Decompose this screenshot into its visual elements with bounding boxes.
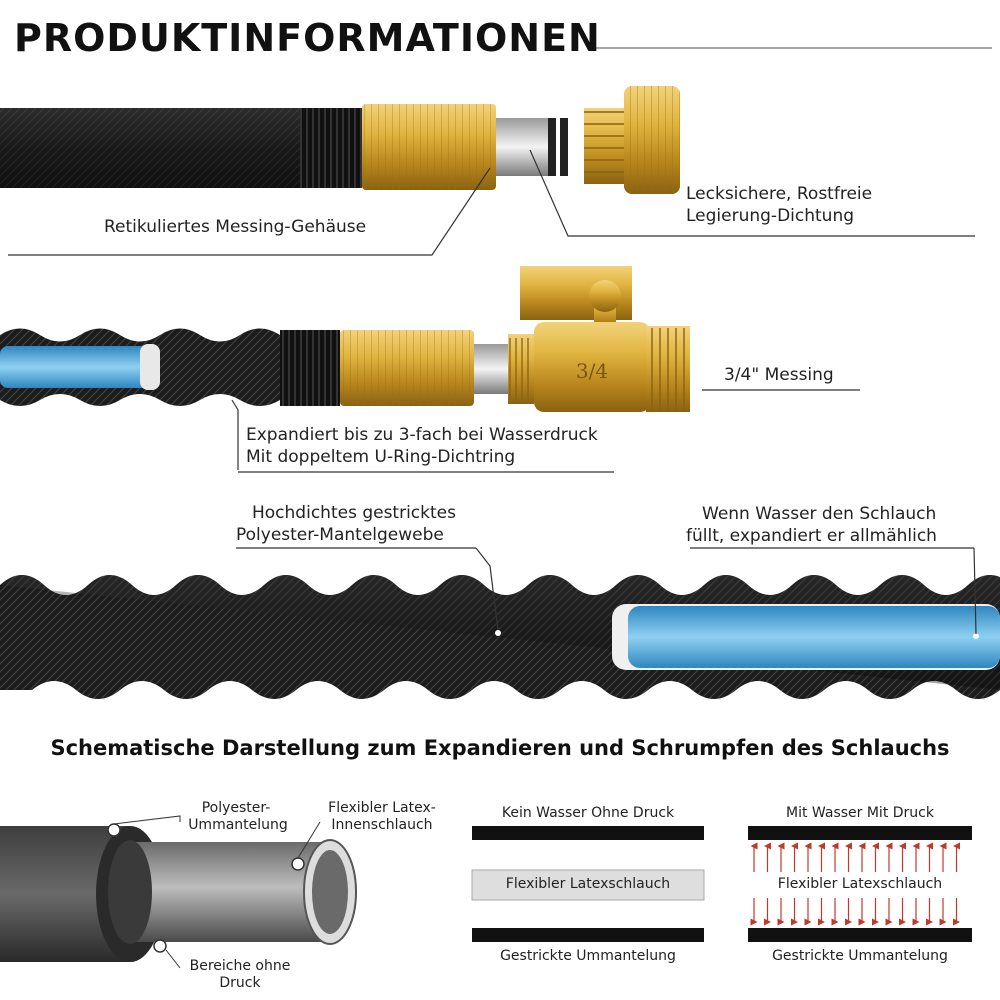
valve-mark: 3/4 [576, 359, 608, 383]
panel-left-bottom: Gestrickte Ummantelung [500, 948, 676, 964]
label-latex-2: Innenschlauch [331, 817, 433, 833]
label-water-1: Wenn Wasser den Schlauch [702, 504, 937, 524]
label-fabric-1: Hochdichtes gestricktes [252, 503, 456, 523]
label-seal-2: Legierung-Dichtung [686, 206, 855, 226]
panel-with-pressure [748, 826, 972, 942]
hose-connector-2: 3/4 [0, 266, 690, 412]
label-expand-1: Expandiert bis zu 3-fach bei Wasserdruck [246, 425, 598, 445]
label-poly-1: Polyester- [201, 800, 271, 816]
label-seal-1: Lecksichere, Rostfreie [686, 184, 873, 204]
label-latex-1: Flexibler Latex- [328, 800, 436, 816]
expanded-hose [0, 575, 1000, 699]
hose-connector-1 [0, 86, 680, 194]
page-title: PRODUKTINFORMATIONEN [14, 16, 601, 60]
label-expand-2: Mit doppeltem U-Ring-Dichtring [246, 447, 516, 467]
label-fabric-2: Polyester-Mantelgewebe [236, 525, 444, 545]
panel-right-middle: Flexibler Latexschlauch [748, 876, 972, 892]
label-area-2: Druck [219, 975, 261, 991]
expansion-arrows [750, 842, 961, 926]
panel-right-bottom: Gestrickte Ummantelung [772, 948, 948, 964]
schematic-heading: Schematische Darstellung zum Expandieren… [50, 736, 950, 760]
panel-right-top: Mit Wasser Mit Druck [786, 805, 934, 821]
label-brass-size: 3/4" Messing [724, 365, 834, 385]
label-brass-housing: Retikuliertes Messing-Gehäuse [104, 217, 367, 237]
hose-cross-section [0, 823, 357, 962]
panel-left-top: Kein Wasser Ohne Druck [501, 805, 675, 821]
label-poly-2: Ummantelung [188, 817, 288, 833]
label-water-2: füllt, expandiert er allmählich [686, 526, 937, 546]
panel-no-pressure [471, 826, 705, 942]
panel-left-middle: Flexibler Latexschlauch [505, 876, 671, 892]
label-area-1: Bereiche ohne [189, 958, 291, 974]
